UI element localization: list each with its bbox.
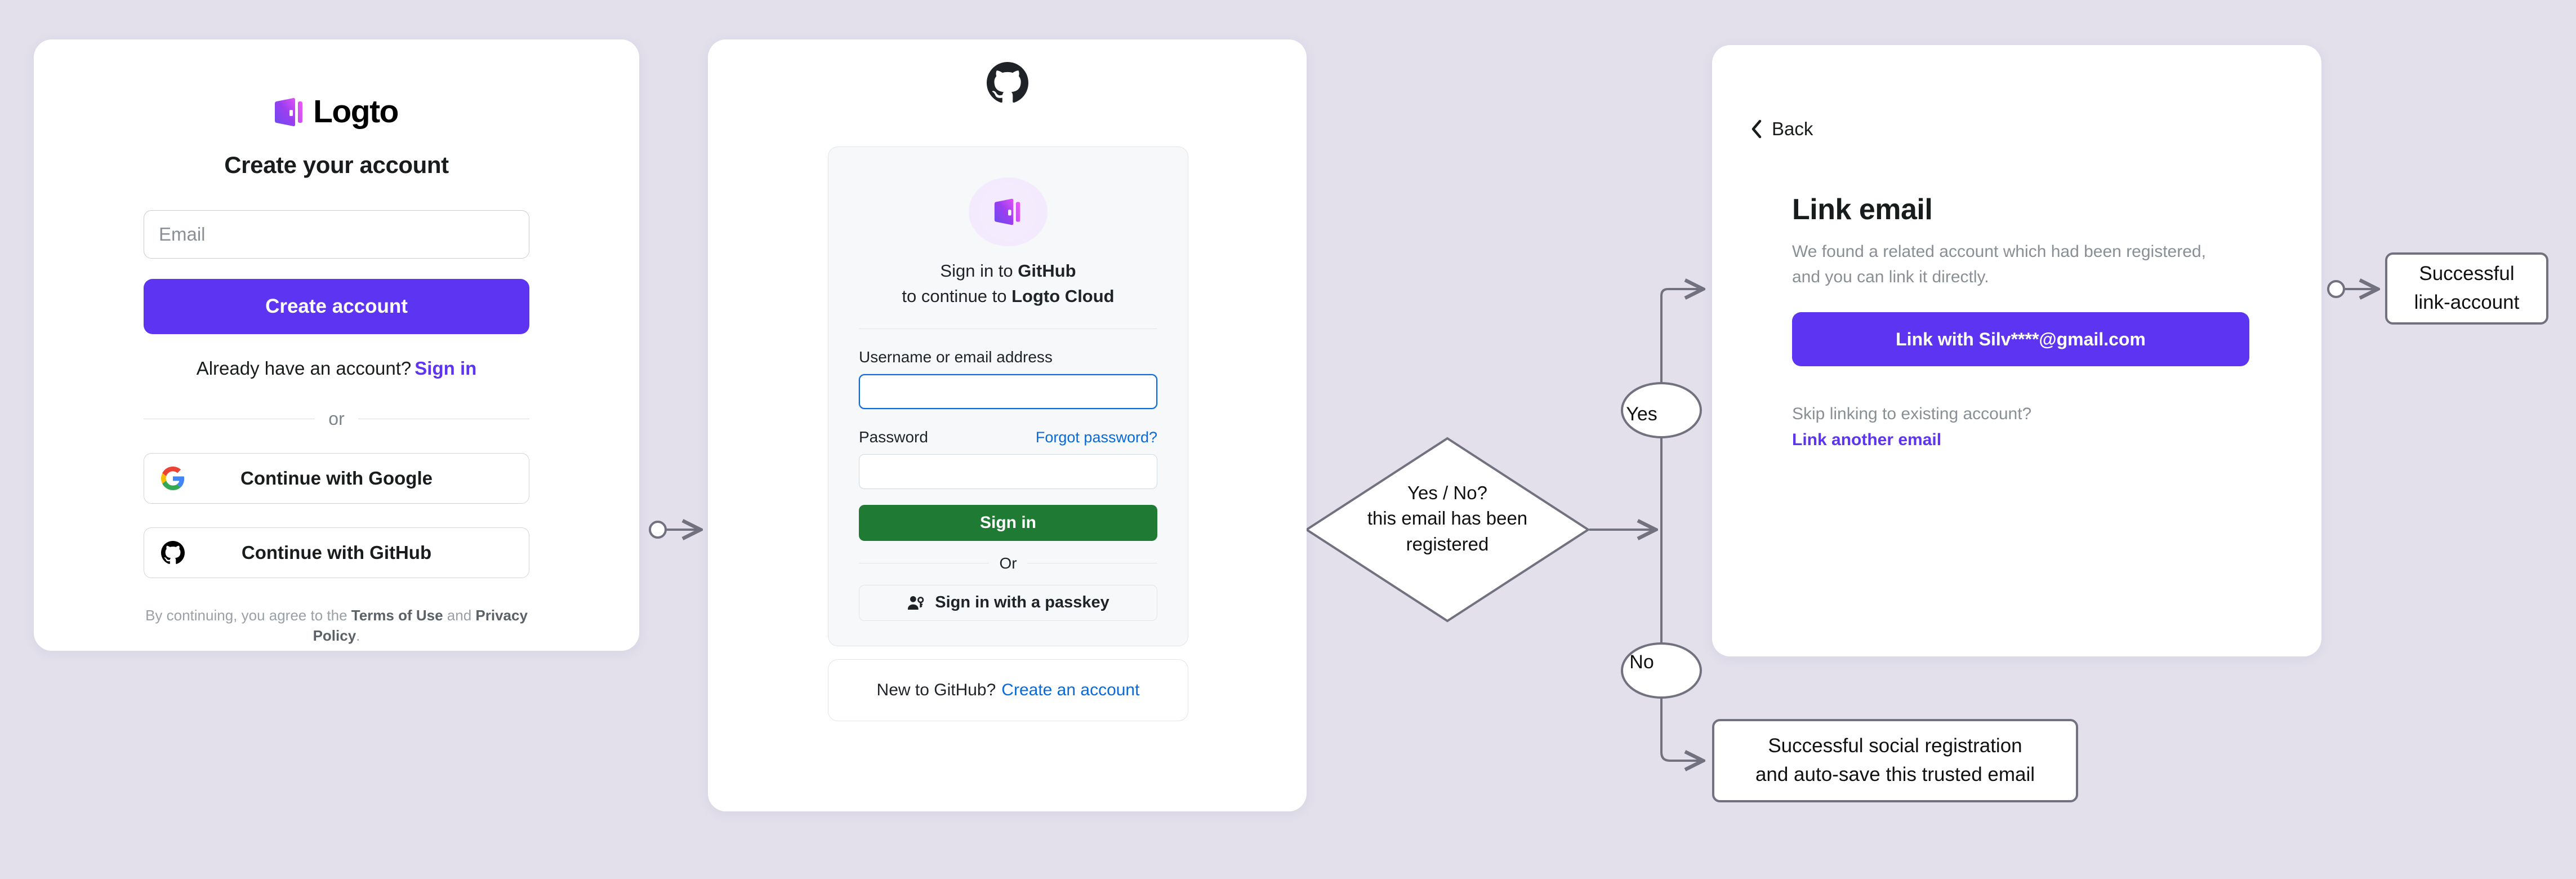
username-label: Username or email address: [859, 348, 1053, 366]
heading1-bold: GitHub: [1018, 261, 1076, 281]
passkey-button[interactable]: Sign in with a passkey: [859, 584, 1157, 621]
link-email-description: We found a related account which had bee…: [1792, 242, 2206, 286]
outcome-link-success-line2: link-account: [2414, 291, 2520, 313]
terms-of-use-link[interactable]: Terms of Use: [351, 607, 443, 624]
decision-line-2: this email has been: [1367, 508, 1528, 529]
outcome-social-success-box: Successful social registration and auto-…: [1712, 719, 2078, 802]
continue-with-google-label: Continue with Google: [240, 468, 433, 489]
legal-notice: By continuing, you agree to the Terms of…: [144, 605, 529, 646]
skip-linking-text: Skip linking to existing account?: [1792, 405, 2032, 423]
password-input[interactable]: [859, 454, 1157, 489]
logto-door-icon: [994, 198, 1020, 225]
heading2-prefix: to continue to: [902, 286, 1012, 306]
already-text: Already have an account?: [196, 358, 412, 379]
signup-card: Logto Create your account Email Create a…: [34, 39, 639, 651]
page-title: Create your account: [224, 152, 449, 178]
username-input[interactable]: [859, 374, 1157, 409]
outcome-link-success-box: Successful link-account: [2385, 252, 2548, 325]
legal-prefix: By continuing, you agree to the: [145, 607, 351, 624]
create-account-button[interactable]: Create account: [144, 279, 529, 334]
github-icon: [161, 541, 185, 564]
new-to-github-text: New to GitHub?: [876, 681, 996, 699]
link-email-title: Link email: [1792, 193, 1933, 226]
outcome-social-line2: and auto-save this trusted email: [1755, 763, 2035, 785]
back-button-label: Back: [1772, 118, 1813, 139]
no-branch-label: No: [1629, 651, 1654, 673]
link-another-email-link[interactable]: Link another email: [1792, 430, 1942, 449]
password-row: Password Forgot password?: [859, 428, 1157, 446]
link-email-card: Back Link email We found a related accou…: [1712, 45, 2321, 656]
github-mark-icon: [986, 62, 1028, 103]
password-label: Password: [859, 428, 928, 446]
privacy-policy-link[interactable]: Privacy Policy: [313, 607, 528, 645]
legal-suffix: .: [356, 627, 360, 645]
forgot-password-link[interactable]: Forgot password?: [1035, 428, 1157, 446]
decision-node-label: Yes / No? this email has been registered: [1363, 473, 1532, 563]
chevron-left-icon: [1751, 119, 1762, 139]
legal-and: and: [443, 607, 476, 624]
logto-wordmark: Logto: [313, 94, 399, 130]
logto-logo: Logto: [144, 96, 529, 128]
email-input[interactable]: Email: [144, 210, 529, 259]
logto-door-icon: [275, 97, 303, 126]
sign-in-link[interactable]: Sign in: [415, 358, 477, 379]
github-signin-panel: Sign in to GitHub to continue to Logto C…: [828, 146, 1188, 646]
or-divider: or: [144, 409, 529, 429]
new-to-github-box: New to GitHub? Create an account: [828, 659, 1188, 721]
decision-line-3: registered: [1406, 533, 1489, 554]
github-signin-card: Sign in to GitHub to continue to Logto C…: [708, 39, 1307, 811]
github-sign-in-button[interactable]: Sign in: [859, 504, 1157, 541]
already-have-account: Already have an account?Sign in: [144, 358, 529, 379]
outcome-link-success-line1: Successful: [2419, 263, 2515, 285]
passkey-icon: [908, 596, 924, 610]
divider: [859, 328, 1157, 329]
github-heading-line1: Sign in to GitHub: [859, 259, 1157, 284]
email-placeholder: Email: [159, 224, 206, 245]
google-icon: [161, 467, 185, 490]
heading1-prefix: Sign in to: [940, 261, 1018, 281]
continue-with-github-button[interactable]: Continue with GitHub: [144, 527, 529, 578]
link-with-email-button[interactable]: Link with Silv****@gmail.com: [1792, 312, 2249, 366]
create-an-account-link[interactable]: Create an account: [1001, 681, 1140, 699]
outcome-social-line1: Successful social registration: [1768, 735, 2022, 757]
github-heading-line2: to continue to Logto Cloud: [859, 284, 1157, 309]
decision-line-1: Yes / No?: [1407, 482, 1487, 503]
continue-with-github-label: Continue with GitHub: [241, 542, 432, 563]
logto-app-avatar: [969, 177, 1048, 246]
passkey-button-label: Sign in with a passkey: [935, 593, 1109, 612]
github-or-label: Or: [999, 554, 1017, 572]
back-button[interactable]: Back: [1750, 118, 1813, 140]
github-heading: Sign in to GitHub to continue to Logto C…: [859, 259, 1157, 309]
yes-branch-label: Yes: [1626, 403, 1657, 425]
heading2-bold: Logto Cloud: [1011, 286, 1115, 306]
continue-with-google-button[interactable]: Continue with Google: [144, 453, 529, 504]
github-or-divider: Or: [859, 554, 1157, 572]
or-divider-label: or: [328, 409, 345, 429]
